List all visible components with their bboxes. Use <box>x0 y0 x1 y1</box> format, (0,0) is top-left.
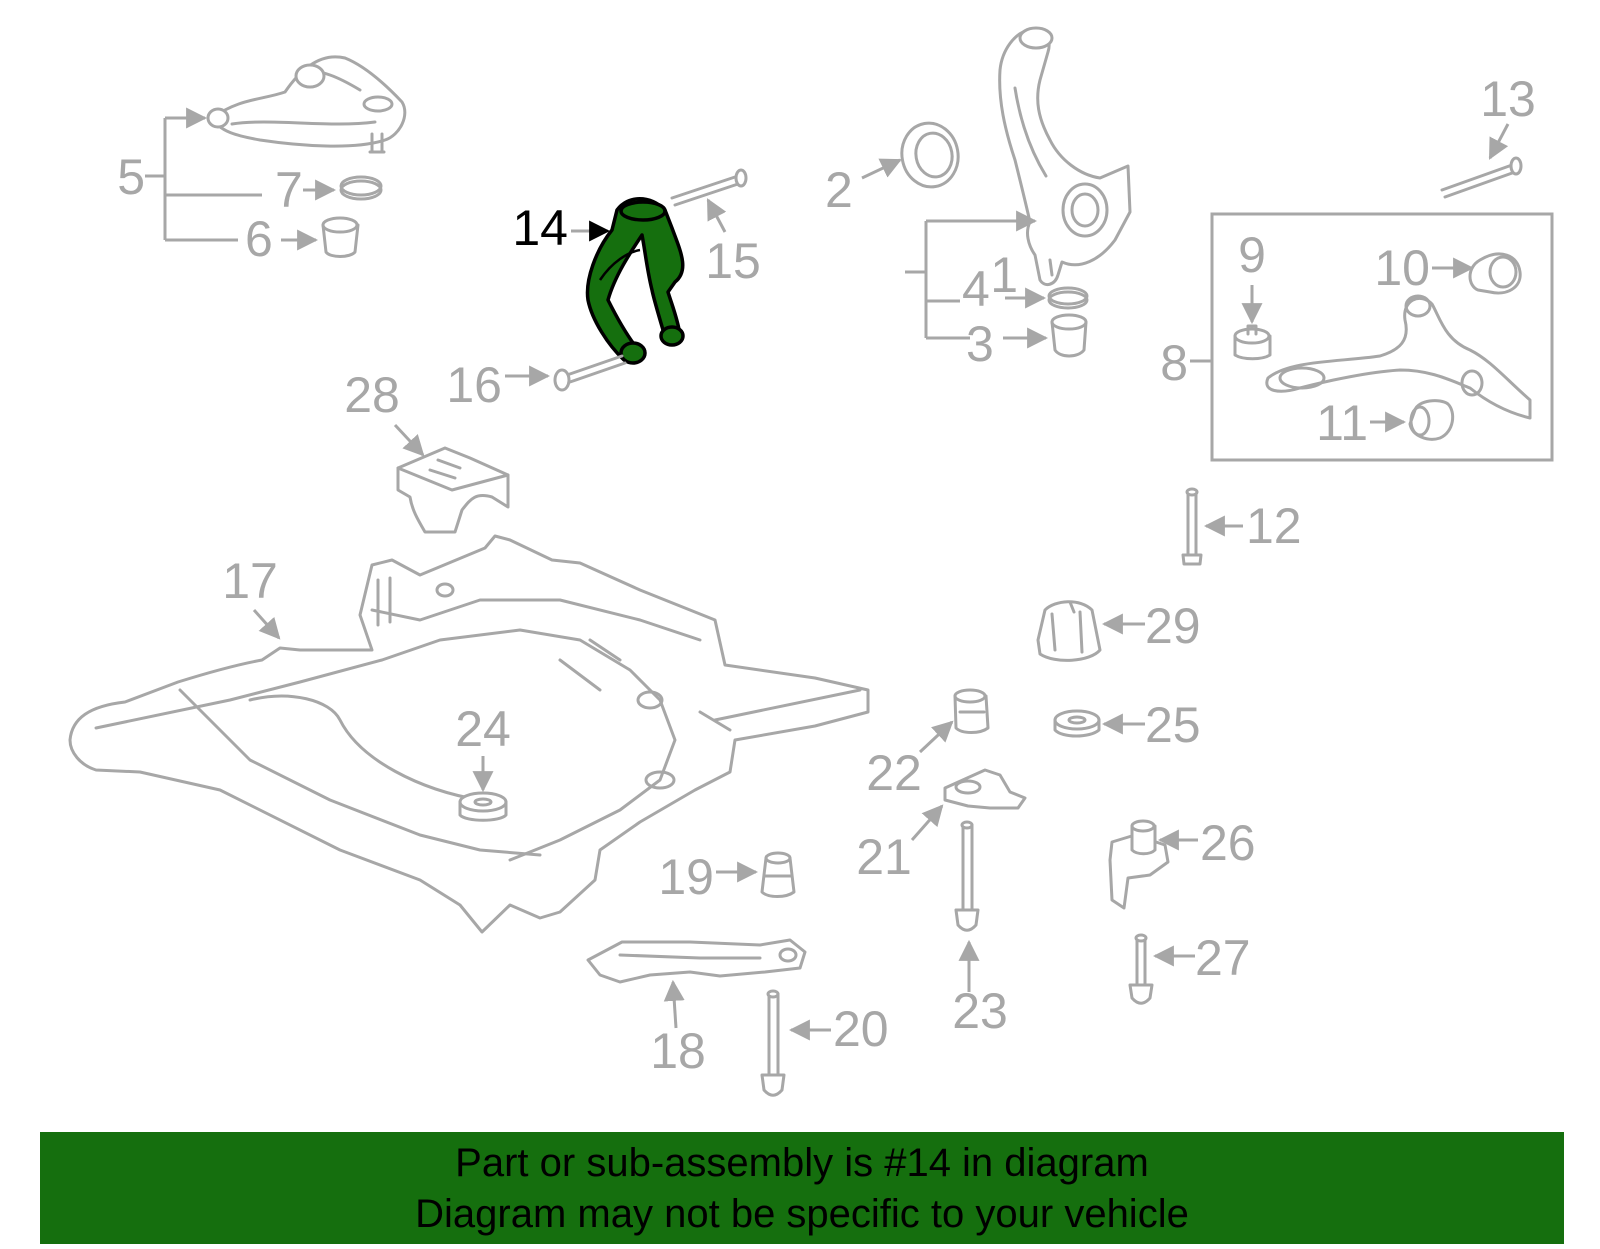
bushing-part-11 <box>1370 399 1455 441</box>
lower-arm-assembly-box <box>1190 212 1554 462</box>
callout-16: 16 <box>446 357 502 413</box>
notice-banner: Part or sub-assembly is #14 in diagram D… <box>40 1132 1564 1244</box>
callout-22: 22 <box>866 745 922 801</box>
callout-8: 8 <box>1160 335 1188 391</box>
callout-27: 27 <box>1195 930 1251 986</box>
bushing-part-3 <box>1003 313 1088 358</box>
callout-1: 1 <box>990 247 1018 303</box>
bolt-part-27 <box>1128 933 1195 1005</box>
bracket-5 <box>145 107 262 242</box>
ring-part-2 <box>861 121 960 189</box>
notice-line-2: Diagram may not be specific to your vehi… <box>415 1192 1189 1236</box>
lower-control-arm-part <box>1265 294 1532 420</box>
callout-3: 3 <box>966 316 994 372</box>
washer-part-4 <box>1005 286 1089 310</box>
callout-17: 17 <box>222 553 278 609</box>
callout-14: 14 <box>512 200 568 256</box>
bolt-part-16 <box>505 354 627 392</box>
bushing-part-9 <box>1233 285 1272 361</box>
brace-part-18 <box>586 938 807 1029</box>
bracket-part-28 <box>393 423 510 534</box>
callout-28: 28 <box>344 367 400 423</box>
callout-18: 18 <box>650 1023 706 1079</box>
bushing-part-6 <box>281 216 360 258</box>
callout-4: 4 <box>962 261 990 317</box>
washer-part-7 <box>303 175 383 201</box>
callout-11: 11 <box>1316 395 1368 451</box>
callout-2: 2 <box>825 162 853 218</box>
bolt-part-13 <box>1440 123 1523 199</box>
bolt-part-23 <box>954 820 980 992</box>
bolt-part-15 <box>670 168 748 233</box>
callout-13: 13 <box>1480 71 1536 127</box>
callout-21: 21 <box>856 829 912 885</box>
callout-26: 26 <box>1200 815 1256 871</box>
notice-line-1: Part or sub-assembly is #14 in diagram <box>455 1141 1149 1185</box>
washer-part-24 <box>458 756 508 822</box>
callout-19: 19 <box>658 849 714 905</box>
callout-29: 29 <box>1145 598 1201 654</box>
bracket-1 <box>905 210 1038 340</box>
bushing-part-19 <box>716 851 796 898</box>
subframe-part-17 <box>68 534 870 934</box>
mount-part-29 <box>1036 600 1145 662</box>
bushing-part-10 <box>1432 252 1522 295</box>
callout-7: 7 <box>275 162 303 218</box>
callout-25: 25 <box>1145 697 1201 753</box>
washer-part-25 <box>1053 709 1145 738</box>
steering-knuckle-part-1 <box>998 26 1132 287</box>
bracket-part-21 <box>910 768 1027 841</box>
callout-labels: 1 2 3 4 5 6 7 8 9 10 11 12 13 14 15 16 1… <box>117 71 1536 1079</box>
highlighted-part-14 <box>571 197 685 365</box>
callout-9: 9 <box>1238 227 1266 283</box>
callout-12: 12 <box>1246 498 1302 554</box>
callout-24: 24 <box>455 701 511 757</box>
callout-5: 5 <box>117 149 145 205</box>
mount-part-26 <box>1108 819 1198 910</box>
callout-23: 23 <box>952 983 1008 1039</box>
bolt-part-12 <box>1181 487 1243 566</box>
bolt-part-20 <box>760 989 831 1097</box>
callout-15: 15 <box>705 233 761 289</box>
callout-20: 20 <box>833 1001 889 1057</box>
callout-6: 6 <box>245 211 273 267</box>
upper-control-arm-part <box>206 55 407 154</box>
callout-10: 10 <box>1374 240 1430 296</box>
bushing-part-22 <box>918 688 990 754</box>
